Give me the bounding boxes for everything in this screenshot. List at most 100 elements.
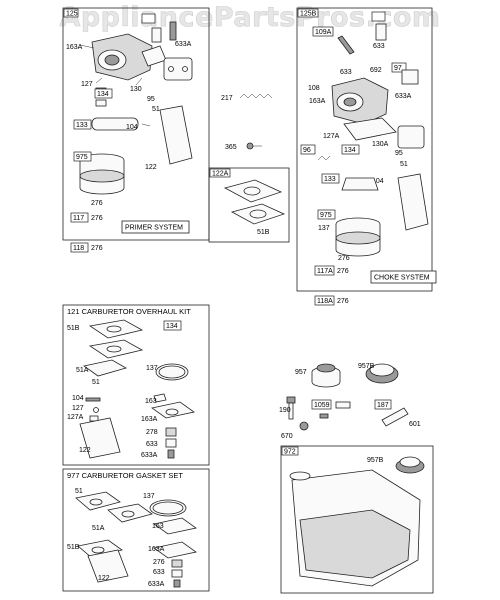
gasket-label-137: 137: [143, 493, 155, 500]
gasket-label-276: 276: [153, 559, 165, 566]
kit-label-633: 633: [146, 441, 158, 448]
part-label-51-b: 51: [400, 161, 408, 168]
section-122a-frame: [208, 167, 290, 243]
kit-label-137: 137: [146, 365, 158, 372]
part-label-51: 51: [152, 106, 160, 113]
section-121-title: 121 CARBURETOR OVERHAUL KIT: [67, 307, 191, 316]
part-label-276-f: 276: [337, 298, 349, 305]
tag-134-c-box: [163, 320, 182, 331]
kit-label-633a: 633A: [141, 452, 158, 459]
part-label-276-b: 276: [91, 215, 103, 222]
tag-96: 96: [303, 147, 311, 154]
gasket-label-51a: 51A: [92, 525, 105, 532]
gasket-label-163a: 163A: [148, 546, 165, 553]
part-label-633a-b: 633A: [395, 93, 412, 100]
part-label-957b-b: 957B: [367, 457, 384, 464]
section-972-label: 972: [284, 449, 296, 456]
tag-unlabeled-125: [141, 13, 156, 24]
tag-118a-box: [314, 295, 335, 306]
gasket-label-51: 51: [75, 488, 83, 495]
tag-109a: 109A: [315, 29, 332, 36]
section-122a-tag: [209, 168, 231, 178]
kit-label-104: 104: [72, 395, 84, 402]
part-label-276-c: 276: [91, 245, 103, 252]
part-label-670: 670: [281, 433, 293, 440]
tag-117-box: [70, 212, 89, 223]
tag-187-box: [374, 399, 392, 410]
tag-117: 117: [73, 215, 84, 222]
kit-label-122: 122: [79, 447, 91, 454]
gasket-label-51b: 51B: [67, 544, 80, 551]
tag-975-box: [73, 151, 92, 162]
tag-118-box: [70, 242, 89, 253]
hose-601: [381, 407, 409, 427]
part-label-130a: 130A: [372, 141, 389, 148]
gasket-label-633a: 633A: [148, 581, 165, 588]
tag-109a-box: [312, 26, 334, 37]
part-label-122: 122: [145, 164, 157, 171]
tag-117a-box: [314, 265, 335, 276]
part-label-633: 633: [373, 43, 385, 50]
tag-1059: 1059: [314, 402, 330, 409]
part-label-190: 190: [279, 407, 291, 414]
section-125b-frame: [296, 7, 433, 292]
tag-134: 134: [97, 91, 109, 98]
gasket-label-633: 633: [153, 569, 165, 576]
section-125-label: 125: [66, 11, 78, 18]
part-label-51b: 51B: [257, 229, 270, 236]
kit-label-278: 278: [146, 429, 158, 436]
section-977-title: 977 CARBURETOR GASKET SET: [67, 471, 183, 480]
tag-187: 187: [377, 402, 389, 409]
kit-label-51: 51: [92, 379, 100, 386]
part-label-108: 108: [308, 85, 320, 92]
tag-117a: 117A: [317, 268, 333, 275]
part-label-957: 957: [295, 369, 307, 376]
section-125b-tag: [297, 8, 319, 18]
part-label-276-e: 276: [337, 268, 349, 275]
part-label-137: 137: [318, 225, 330, 232]
tag-118a: 118A: [317, 298, 333, 305]
part-label-104: 104: [126, 124, 138, 131]
tag-133-b: 133: [324, 176, 336, 183]
section-972-frame: [280, 445, 434, 594]
part-label-276: 276: [91, 200, 103, 207]
gasket-label-122: 122: [98, 575, 110, 582]
tag-96-box: [300, 144, 316, 155]
part-label-95: 95: [147, 96, 155, 103]
kit-label-127: 127: [72, 405, 84, 412]
choke-system-label: CHOKE SYSTEM: [374, 275, 430, 282]
choke-system-box: [370, 270, 437, 284]
tag-134-b-box: [341, 144, 360, 155]
section-121-frame: [62, 304, 210, 466]
kit-label-51a: 51A: [76, 367, 89, 374]
gasket-set-parts: [75, 491, 197, 588]
screw-365: [246, 142, 262, 150]
section-972-tag: [281, 446, 299, 456]
part-label-163a: 163A: [66, 44, 83, 51]
section-977-frame: [62, 468, 210, 592]
part-label-127: 127: [81, 81, 93, 88]
kit-label-51b: 51B: [67, 325, 80, 332]
part-label-163a-b: 163A: [309, 98, 326, 105]
leader-lines-125: [79, 44, 151, 127]
tag-975-b: 975: [320, 212, 332, 219]
tag-975: 975: [76, 154, 88, 161]
part-label-217: 217: [221, 95, 233, 102]
bolt-190: [286, 396, 296, 420]
primer-system-box: [121, 220, 190, 234]
part-label-127a: 127A: [323, 133, 340, 140]
tag-133: 133: [76, 122, 88, 129]
tag-133-box: [73, 119, 92, 130]
gasket-label-163: 163: [152, 523, 164, 530]
part-label-601: 601: [409, 421, 421, 428]
part-label-130: 130: [130, 86, 142, 93]
section-122a-label: 122A: [212, 171, 229, 178]
tag-134-c: 134: [166, 323, 178, 330]
tag-134-box: [94, 88, 113, 99]
tag-97: 97: [394, 65, 402, 72]
part-label-95-b: 95: [395, 150, 403, 157]
part-label-276-d: 276: [338, 255, 350, 262]
overhaul-kit-parts: [79, 319, 195, 459]
part-label-104-b: 104: [372, 178, 384, 185]
